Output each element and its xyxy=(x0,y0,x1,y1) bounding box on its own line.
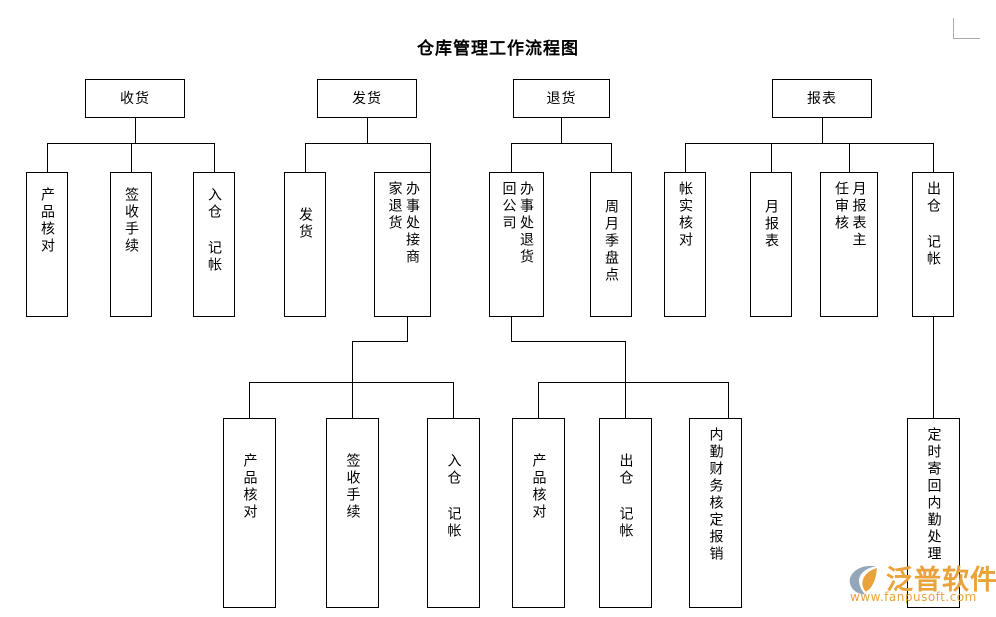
connector-ship-sub-drop-3 xyxy=(453,382,454,418)
node-sign-procedure-shipping-label: 签收手续 xyxy=(344,453,361,521)
connector-returns-sub-drop-1 xyxy=(538,382,539,418)
connector-ship-sub-stem xyxy=(407,317,408,341)
connector-receiving-bus xyxy=(47,143,214,144)
connector-returns-bus xyxy=(511,143,611,144)
node-account-check-label: 帐实核对 xyxy=(677,181,693,249)
connector-reports-stem xyxy=(822,118,823,143)
node-periodic-inventory-label: 周月季盘点 xyxy=(603,199,619,284)
node-finance-reimburse[interactable]: 内勤财务核定报销 xyxy=(689,418,742,608)
node-product-check-shipping-label: 产品核对 xyxy=(241,453,258,521)
node-inbound-record-receiving[interactable]: 入仓 记帐 xyxy=(193,172,235,317)
connector-reports-drop-3 xyxy=(849,143,850,172)
connector-returns-sub-elbow xyxy=(511,341,626,342)
node-report-director-audit-label: 月报表主任审核 xyxy=(833,181,867,249)
connector-ship-sub-riser xyxy=(352,341,353,382)
connector-reports-bus xyxy=(685,143,933,144)
node-office-return-company-label: 办事处退货回公司 xyxy=(500,181,535,266)
connector-receiving-drop-2 xyxy=(131,143,132,172)
node-header-returns-label: 退货 xyxy=(546,90,577,107)
connector-reports-drop-2 xyxy=(771,143,772,172)
node-product-check-receiving-label: 产品核对 xyxy=(39,187,55,255)
connector-receiving-drop-1 xyxy=(47,143,48,172)
node-sign-procedure-shipping[interactable]: 签收手续 xyxy=(326,418,379,608)
node-product-check-receiving[interactable]: 产品核对 xyxy=(26,172,68,317)
connector-reports-drop-4 xyxy=(933,143,934,172)
connector-shipping-bus xyxy=(305,143,430,144)
node-product-check-returns-label: 产品核对 xyxy=(530,453,547,521)
connector-shipping-stem xyxy=(367,118,368,143)
node-header-shipping[interactable]: 发货 xyxy=(317,79,417,118)
connector-ship-sub-drop-2 xyxy=(352,382,353,418)
node-inbound-record-receiving-label: 入仓 记帐 xyxy=(206,187,222,274)
node-mail-back-office[interactable]: 定时寄回内勤处理 xyxy=(907,418,960,608)
node-sign-procedure-receiving-label: 签收手续 xyxy=(123,187,139,255)
node-header-shipping-label: 发货 xyxy=(352,90,382,107)
node-inbound-record-shipping-label: 入仓 记帐 xyxy=(445,453,462,540)
node-mail-back-office-label: 定时寄回内勤处理 xyxy=(925,427,942,563)
connector-returns-sub-drop-3 xyxy=(728,382,729,418)
connector-returns-sub-stem xyxy=(511,317,512,341)
node-header-reports[interactable]: 报表 xyxy=(772,79,872,118)
node-report-director-audit[interactable]: 月报表主任审核 xyxy=(820,172,878,317)
node-outbound-record-returns[interactable]: 出仓 记帐 xyxy=(599,418,652,608)
node-product-check-returns[interactable]: 产品核对 xyxy=(512,418,565,608)
connector-shipping-drop-1 xyxy=(305,143,306,172)
connector-returns-sub-drop-2 xyxy=(625,382,626,418)
page-title: 仓库管理工作流程图 xyxy=(417,39,579,59)
node-periodic-inventory[interactable]: 周月季盘点 xyxy=(590,172,632,317)
connector-returns-stem xyxy=(561,118,562,143)
page-corner-mark xyxy=(953,18,980,39)
node-office-accept-return-label: 办事处接商家退货 xyxy=(386,181,421,266)
node-outbound-record-returns-label: 出仓 记帐 xyxy=(617,453,634,540)
node-outbound-record-reports-label: 出仓 记帐 xyxy=(925,181,941,268)
node-account-check[interactable]: 帐实核对 xyxy=(664,172,706,317)
node-inbound-record-shipping[interactable]: 入仓 记帐 xyxy=(427,418,480,608)
connector-reports-drop-1 xyxy=(685,143,686,172)
node-header-receiving[interactable]: 收货 xyxy=(85,79,185,118)
node-sign-procedure-receiving[interactable]: 签收手续 xyxy=(110,172,152,317)
connector-receiving-stem xyxy=(135,118,136,143)
node-ship-goods[interactable]: 发货 xyxy=(284,172,326,317)
connector-receiving-drop-3 xyxy=(214,143,215,172)
connector-returns-sub-riser xyxy=(625,341,626,382)
connector-returns-drop-2 xyxy=(611,143,612,172)
node-ship-goods-label: 发货 xyxy=(297,207,313,241)
node-finance-reimburse-label: 内勤财务核定报销 xyxy=(707,427,724,563)
connector-reports-sub-stem xyxy=(933,317,934,418)
node-header-reports-label: 报表 xyxy=(807,90,837,107)
node-product-check-shipping[interactable]: 产品核对 xyxy=(223,418,276,608)
node-office-return-company[interactable]: 办事处退货回公司 xyxy=(489,172,544,317)
node-outbound-record-reports[interactable]: 出仓 记帐 xyxy=(912,172,954,317)
connector-returns-sub-bus xyxy=(538,382,728,383)
node-header-receiving-label: 收货 xyxy=(120,90,150,107)
node-monthly-report[interactable]: 月报表 xyxy=(750,172,792,317)
connector-returns-drop-1 xyxy=(511,143,512,172)
connector-ship-sub-elbow xyxy=(352,341,408,342)
connector-ship-sub-drop-1 xyxy=(249,382,250,418)
connector-shipping-drop-2 xyxy=(430,143,431,172)
connector-ship-sub-bus xyxy=(249,382,453,383)
node-office-accept-return[interactable]: 办事处接商家退货 xyxy=(374,172,431,317)
node-header-returns[interactable]: 退货 xyxy=(513,79,610,118)
node-monthly-report-label: 月报表 xyxy=(763,199,779,250)
circle-leaf-logo-icon xyxy=(849,565,877,595)
